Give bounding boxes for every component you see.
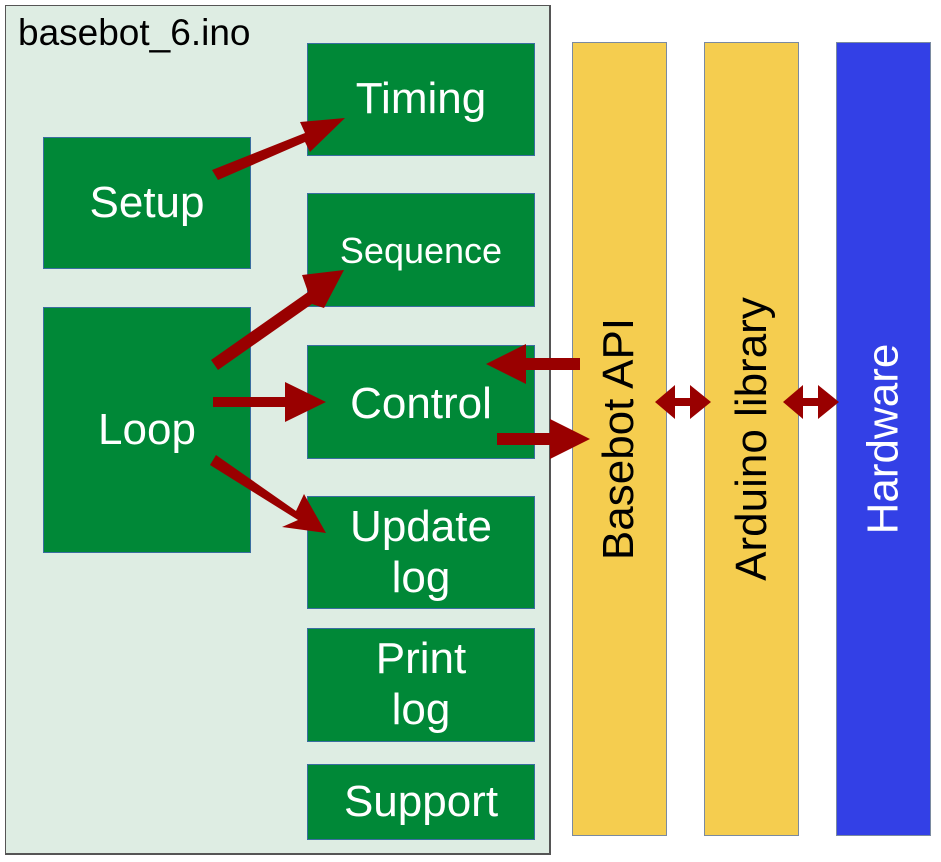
- sketch-title: basebot_6.ino: [18, 12, 251, 53]
- control-block: Control: [307, 345, 535, 459]
- print-log-block: Print log: [307, 628, 535, 742]
- hardware-label: Hardware: [858, 343, 908, 535]
- arduino-library-layer: Arduino library: [704, 42, 799, 836]
- timing-block: Timing: [307, 43, 535, 156]
- timing-label: Timing: [355, 74, 487, 124]
- setup-label: Setup: [89, 177, 205, 227]
- print-log-label-line2: log: [391, 685, 451, 734]
- basebot-api-label: Basebot API: [594, 317, 644, 561]
- print-log-label-line1: Print: [375, 634, 467, 684]
- basebot-api-layer: Basebot API: [572, 42, 667, 836]
- update-log-label-line2: log: [391, 552, 451, 602]
- update-log-label-line1: Update: [350, 501, 492, 551]
- update-log-block: Update log: [307, 496, 535, 609]
- sequence-block: Sequence: [307, 193, 535, 307]
- support-block: Support: [307, 764, 535, 840]
- sequence-label: Sequence: [339, 230, 503, 271]
- loop-label: Loop: [98, 404, 196, 454]
- setup-block: Setup: [43, 137, 251, 269]
- hardware-layer: Hardware: [836, 42, 931, 836]
- loop-block: Loop: [43, 307, 251, 553]
- support-label: Support: [343, 776, 499, 826]
- arduino-library-label: Arduino library: [726, 297, 776, 581]
- control-label: Control: [350, 379, 492, 428]
